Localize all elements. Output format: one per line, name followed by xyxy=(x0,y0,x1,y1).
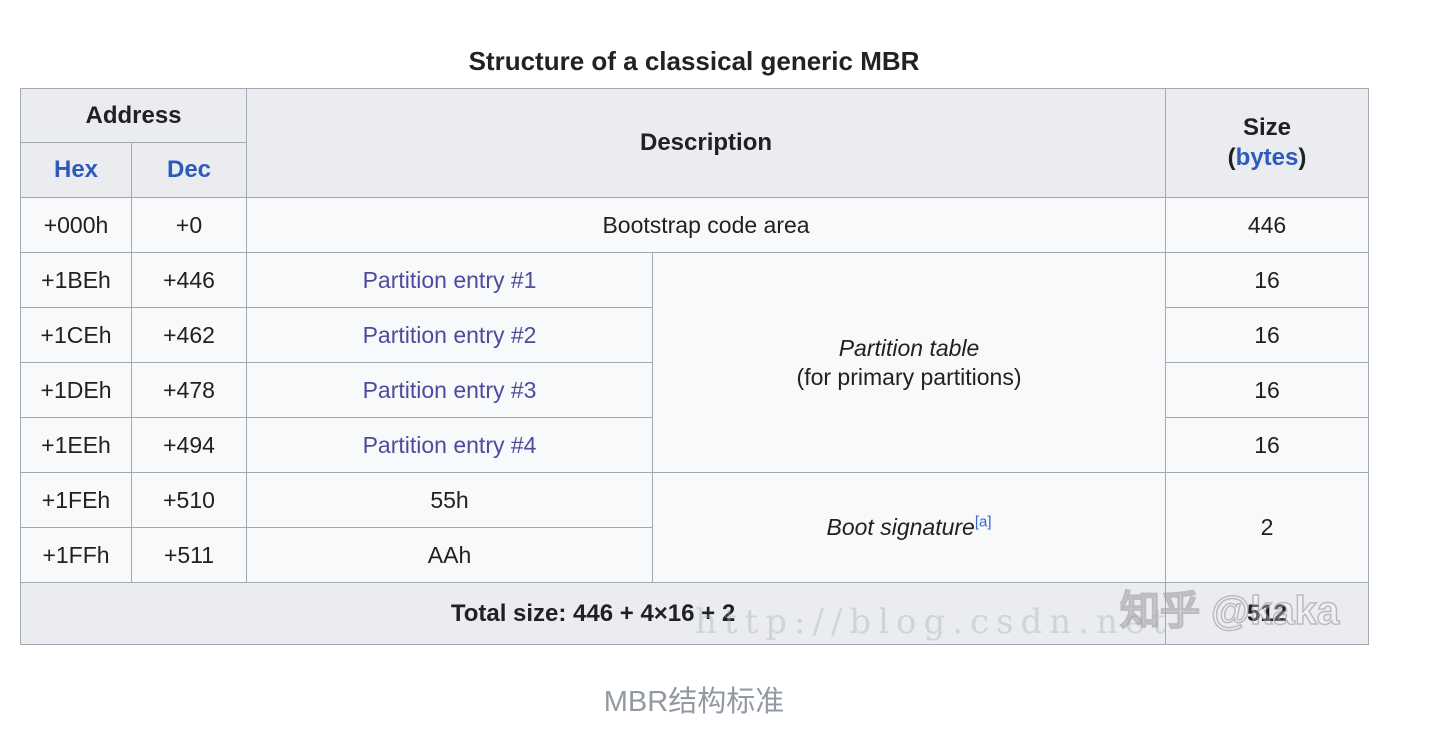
size-header: Size (bytes) xyxy=(1165,88,1370,198)
total-size-value: 512 xyxy=(1165,582,1370,645)
size-header-line1: Size xyxy=(1243,114,1292,141)
bootsig1-dec: +510 xyxy=(130,472,248,528)
partition-table-cell: Partition table (for primary partitions) xyxy=(652,252,1167,473)
footnote-a-link[interactable]: [a] xyxy=(974,513,992,531)
size-paren-open: ( xyxy=(1227,144,1236,171)
partition2-desc: Partition entry #2 xyxy=(246,307,654,363)
dec-link[interactable]: Dec xyxy=(166,156,212,183)
dec-header: Dec xyxy=(130,142,248,198)
bytes-link[interactable]: bytes xyxy=(1235,144,1299,171)
partition2-hex: +1CEh xyxy=(20,307,132,363)
partition4-dec: +494 xyxy=(130,417,248,473)
partition3-hex: +1DEh xyxy=(20,362,132,418)
boot-signature-label: Boot signature xyxy=(826,514,975,541)
partition3-size: 16 xyxy=(1165,362,1370,418)
total-size-label: Total size: 446 + 4×16 + 2 xyxy=(19,582,1167,645)
image-caption: MBR结构标准 xyxy=(603,686,785,718)
bootstrap-hex: +000h xyxy=(20,197,132,253)
partition1-size: 16 xyxy=(1165,252,1370,308)
partition4-desc: Partition entry #4 xyxy=(246,417,654,473)
bootstrap-size: 446 xyxy=(1165,197,1370,253)
boot-signature-size: 2 xyxy=(1165,472,1370,583)
partition-entry-1-link[interactable]: Partition entry #1 xyxy=(362,266,537,293)
bootstrap-dec: +0 xyxy=(130,197,248,253)
hex-header: Hex xyxy=(20,142,132,198)
partition-entry-2-link[interactable]: Partition entry #2 xyxy=(362,321,537,348)
table-title: Structure of a classical generic MBR xyxy=(468,46,920,76)
partition-table-sublabel: (for primary partitions) xyxy=(796,363,1022,390)
partition-table-label: Partition table xyxy=(838,334,980,361)
header-row-2: Hex Dec xyxy=(20,142,1369,198)
bootsig2-hex: +1FFh xyxy=(20,527,132,583)
partition3-desc: Partition entry #3 xyxy=(246,362,654,418)
row-total: Total size: 446 + 4×16 + 2 512 xyxy=(19,582,1370,645)
row-partition-1: +1BEh +446 Partition entry #1 Partition … xyxy=(20,252,1370,473)
address-header: Address xyxy=(19,88,248,143)
size-paren-close: ) xyxy=(1298,144,1307,171)
size-header-line2: (bytes) xyxy=(1174,143,1360,173)
partition1-dec: +446 xyxy=(130,252,248,308)
partition3-dec: +478 xyxy=(130,362,248,418)
row-partition-3: +1DEh +478 Partition entry #3 16 xyxy=(20,362,1370,418)
description-header: Description xyxy=(246,88,1167,198)
row-partition-2: +1CEh +462 Partition entry #2 16 xyxy=(20,307,1370,363)
row-boot-sig-1: +1FEh +510 55h Boot signature[a] 2 xyxy=(20,472,1370,583)
partition1-hex: +1BEh xyxy=(20,252,132,308)
bootstrap-description: Bootstrap code area xyxy=(246,197,1167,253)
partition2-dec: +462 xyxy=(130,307,248,363)
partition4-size: 16 xyxy=(1165,417,1370,473)
partition-entry-4-link[interactable]: Partition entry #4 xyxy=(362,431,537,458)
hex-link[interactable]: Hex xyxy=(53,156,99,183)
partition2-size: 16 xyxy=(1165,307,1370,363)
partition1-desc: Partition entry #1 xyxy=(246,252,654,308)
partition4-hex: +1EEh xyxy=(20,417,132,473)
row-bootstrap: +000h +0 Bootstrap code area 446 xyxy=(20,197,1370,253)
boot-signature-cell: Boot signature[a] xyxy=(652,472,1167,583)
bootsig2-dec: +511 xyxy=(130,527,248,583)
bootsig1-value: 55h xyxy=(246,472,654,528)
partition-entry-3-link[interactable]: Partition entry #3 xyxy=(362,376,537,403)
header-row-1: Address Description Size (bytes) xyxy=(19,88,1370,198)
bootsig2-value: AAh xyxy=(246,527,654,583)
row-partition-4: +1EEh +494 Partition entry #4 16 xyxy=(20,417,1370,473)
mbr-structure-table: Address Description Size (bytes) Hex Dec… xyxy=(19,88,1370,645)
bootsig1-hex: +1FEh xyxy=(20,472,132,528)
